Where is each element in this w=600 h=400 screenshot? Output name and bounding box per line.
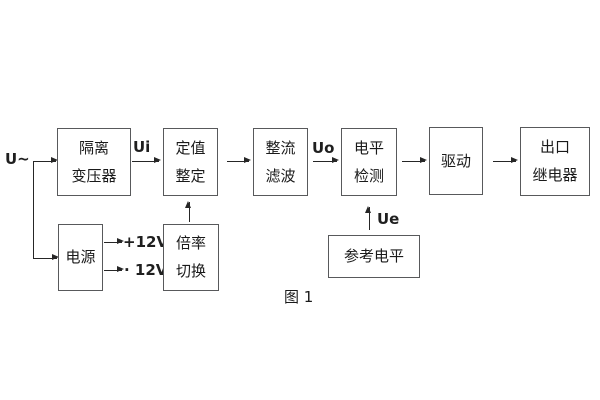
block-power-supply: 电源: [58, 224, 103, 291]
ui-signal-label: Ui: [133, 138, 151, 156]
input-branch-line: [33, 161, 34, 259]
block-label: 出口: [539, 138, 570, 156]
block-setpoint-adjust: 定值 整定: [163, 128, 218, 196]
arrow-power-plus12v: [104, 238, 124, 245]
arrow-transformer-to-setpoint: [132, 157, 161, 164]
block-reference-level: 参考电平: [328, 235, 420, 278]
block-label: 隔离: [78, 138, 109, 157]
block-label: 定值: [175, 138, 206, 157]
block-level-detector: 电平 检测: [341, 128, 397, 196]
arrow-ratio-to-setpoint: [185, 201, 192, 222]
arrow-power-minus12v: [104, 266, 124, 273]
block-rectifier-filter: 整流 滤波: [253, 128, 308, 196]
block-label: 变压器: [71, 166, 117, 185]
block-label: 检测: [353, 166, 384, 185]
block-label: 整定: [175, 166, 206, 185]
block-output-relay: 出口 继电器: [520, 127, 590, 196]
ue-signal-label: Ue: [377, 210, 400, 228]
arrow-reference-to-detector: [365, 206, 372, 230]
arrow-rectifier-to-detector: [313, 157, 339, 164]
minus12v-label: · 12V: [124, 261, 168, 279]
block-isolation-transformer: 隔离 变压器: [57, 128, 131, 196]
input-signal-label: U~: [5, 150, 30, 168]
arrow-input-to-power: [33, 254, 59, 261]
block-label: 电平: [353, 138, 384, 157]
block-label: 驱动: [440, 151, 471, 170]
arrow-input-to-transformer: [33, 157, 58, 164]
block-label: 切换: [175, 262, 206, 280]
figure-caption: 图 1: [284, 288, 314, 306]
block-label: 继电器: [532, 166, 578, 184]
arrow-setpoint-to-rectifier: [227, 157, 251, 164]
arrow-driver-to-relay: [493, 157, 518, 164]
block-label: 整流: [265, 138, 296, 157]
block-label: 参考电平: [343, 247, 404, 265]
block-label: 倍率: [175, 234, 206, 252]
uo-signal-label: Uo: [312, 139, 335, 157]
block-label: 滤波: [265, 166, 296, 185]
plus12v-label: +12V: [123, 233, 169, 251]
arrow-detector-to-driver: [402, 157, 427, 164]
block-ratio-switch: 倍率 切换: [163, 224, 219, 291]
block-driver: 驱动: [429, 127, 483, 195]
block-label: 电源: [65, 248, 96, 266]
